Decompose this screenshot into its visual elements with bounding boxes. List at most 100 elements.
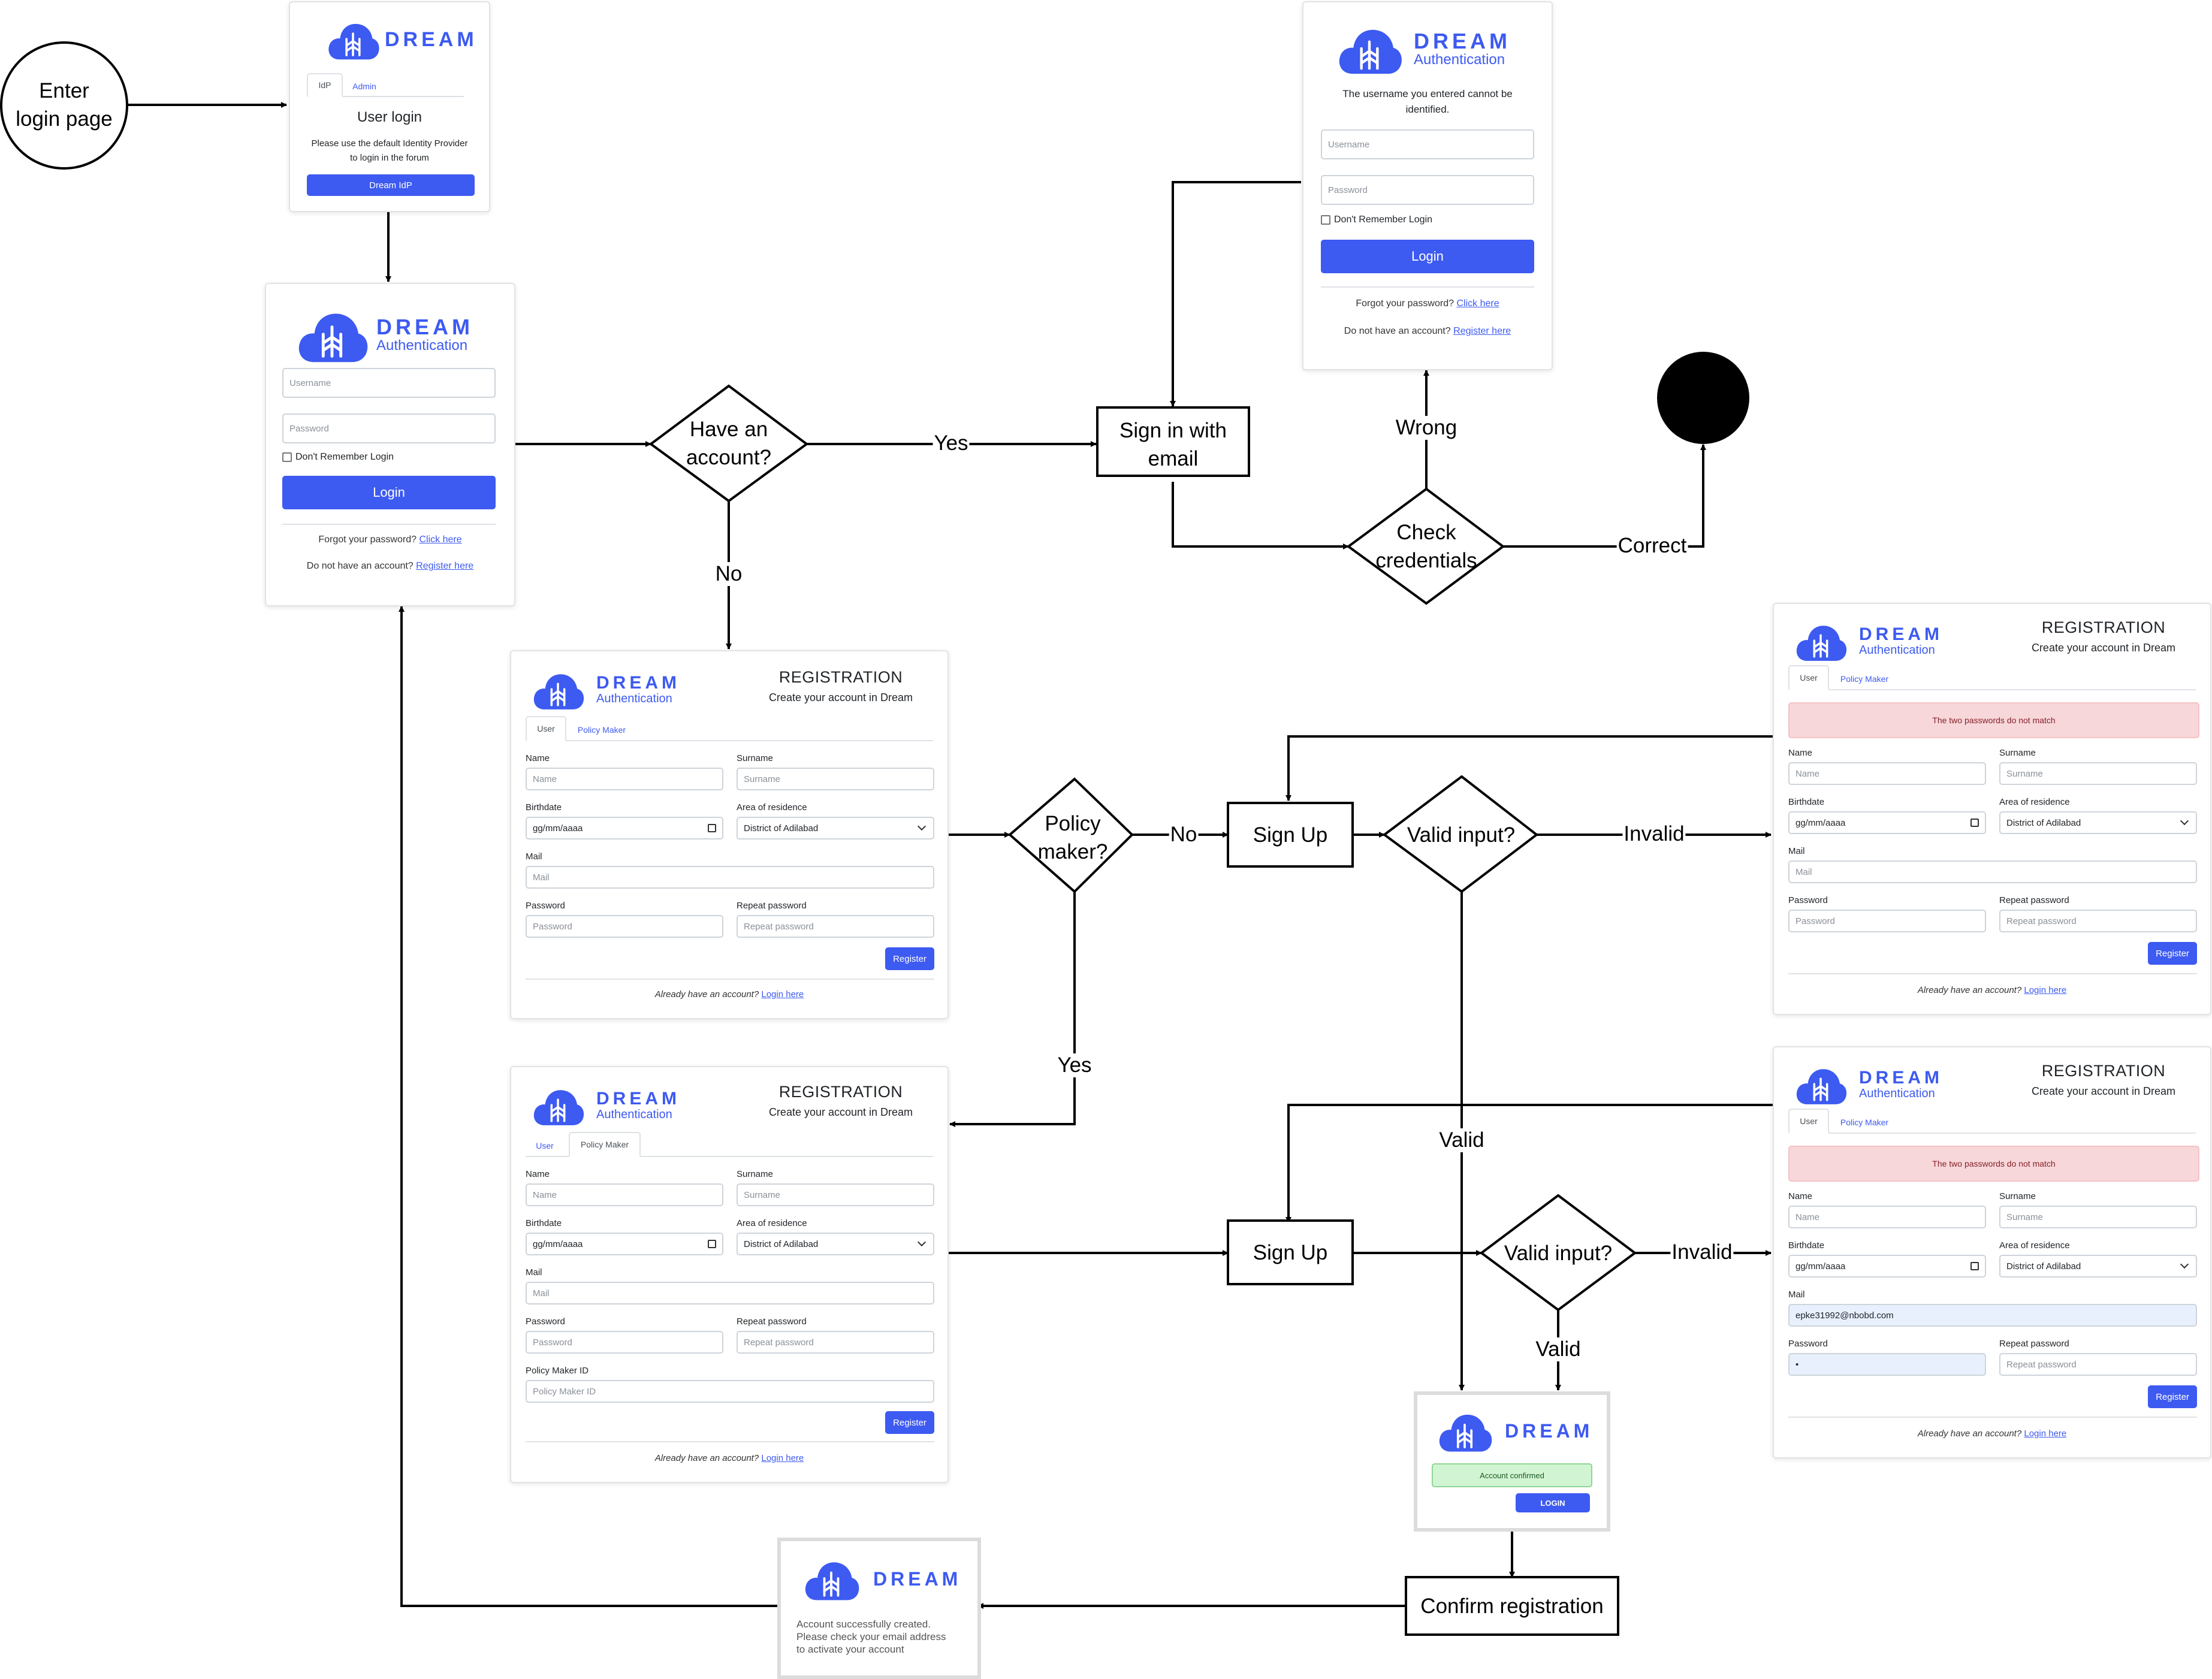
remember-checkbox[interactable]: Don't Remember Login (282, 452, 394, 463)
area-select[interactable]: District of Adilabad (1999, 811, 2197, 834)
password-input[interactable]: Password (282, 413, 496, 443)
login-link[interactable]: Login here (2024, 985, 2067, 995)
surname-input[interactable]: Surname (737, 768, 934, 790)
checkbox-box[interactable] (282, 452, 292, 462)
password-input[interactable]: Password (1788, 910, 1986, 932)
repeat-password-label: Repeat password (1999, 1339, 2069, 1349)
forgot-link[interactable]: Click here (419, 534, 462, 545)
repeat-password-input[interactable]: Repeat password (1999, 1353, 2197, 1376)
register-button[interactable]: Register (2148, 942, 2197, 965)
decision-check-credentials (1346, 487, 1505, 605)
repeat-password-input[interactable]: Repeat password (1999, 910, 2197, 932)
mail-input[interactable]: epke31992@nbobd.com (1788, 1304, 2197, 1327)
tab-policy-maker[interactable]: Policy Maker (577, 725, 626, 735)
tab-policy-maker[interactable]: Policy Maker (1840, 1118, 1889, 1127)
idp-text-line1: Please use the default Identity Provider (311, 138, 468, 149)
tab-policy-maker[interactable]: Policy Maker (1840, 674, 1889, 684)
chevron-down-icon (917, 822, 927, 831)
edge-label-valid-1: Valid (1438, 1128, 1486, 1152)
surname-input[interactable]: Surname (1999, 1206, 2197, 1228)
brand-logo: DREAM Authentication (1330, 19, 1511, 79)
name-label: Name (526, 753, 550, 763)
password-label: Password (526, 901, 565, 911)
name-input[interactable]: Name (1788, 1206, 1986, 1228)
registration-tabs: User Policy Maker (526, 1132, 933, 1157)
tab-idp[interactable]: IdP (307, 73, 343, 97)
area-select[interactable]: District of Adilabad (737, 1233, 934, 1255)
calendar-icon[interactable] (708, 824, 716, 832)
divider (526, 979, 934, 980)
login-link[interactable]: Login here (2024, 1429, 2067, 1439)
area-label: Area of residence (1999, 797, 2070, 807)
dream-idp-button[interactable]: Dream IdP (307, 174, 475, 196)
login-link[interactable]: Login here (761, 1453, 804, 1463)
remember-checkbox[interactable]: Don't Remember Login (1321, 215, 1432, 225)
login-button[interactable]: Login (1321, 240, 1534, 273)
birthdate-value: gg/mm/aaaa (533, 823, 583, 834)
mail-input[interactable]: Mail (526, 866, 934, 889)
repeat-password-input[interactable]: Repeat password (737, 1331, 934, 1354)
confirm-label: Confirm registration (1420, 1594, 1604, 1618)
register-button[interactable]: Register (885, 1411, 934, 1434)
repeat-password-label: Repeat password (737, 901, 807, 911)
login-row: Already have an account? Login here (1774, 1429, 2210, 1439)
calendar-icon[interactable] (1970, 1262, 1979, 1270)
checkbox-box[interactable] (1321, 215, 1330, 225)
policy-id-input[interactable]: Policy Maker ID (526, 1380, 934, 1403)
registration-heading: REGISTRATION Create your account in Drea… (751, 668, 931, 704)
forgot-link[interactable]: Click here (1456, 298, 1499, 309)
mail-input[interactable]: Mail (526, 1282, 934, 1304)
login-button[interactable]: Login (282, 476, 496, 509)
password-input[interactable]: Password (526, 1331, 723, 1354)
register-link[interactable]: Register here (1453, 326, 1511, 336)
mail-input[interactable]: Mail (1788, 860, 2197, 883)
birthdate-input[interactable]: gg/mm/aaaa (1788, 1255, 1986, 1278)
name-input[interactable]: Name (526, 768, 723, 790)
birthdate-input[interactable]: gg/mm/aaaa (526, 817, 723, 840)
name-input[interactable]: Name (526, 1183, 723, 1206)
edge-err1-to-signup1 (1285, 735, 1773, 801)
birthdate-label: Birthdate (526, 1218, 562, 1228)
check-line2: credentials (1375, 549, 1477, 572)
area-select[interactable]: District of Adilabad (1999, 1255, 2197, 1278)
surname-input[interactable]: Surname (1999, 762, 2197, 785)
mail-label: Mail (526, 851, 542, 862)
tab-admin[interactable]: Admin (352, 81, 376, 91)
password-input[interactable]: • (1788, 1353, 1986, 1376)
idp-login-text: Please use the default Identity Provider… (290, 137, 489, 165)
password-label: Password (1788, 895, 1828, 905)
registration-error-card-2: DREAM Authentication REGISTRATION Create… (1773, 1046, 2211, 1458)
remember-label: Don't Remember Login (1334, 215, 1433, 225)
password-input[interactable]: Password (1321, 175, 1534, 205)
register-button[interactable]: Register (885, 947, 934, 970)
birthdate-input[interactable]: gg/mm/aaaa (1788, 811, 1986, 834)
name-input[interactable]: Name (1788, 762, 1986, 785)
username-input[interactable]: Username (282, 368, 496, 398)
password-input[interactable]: Password (526, 915, 723, 938)
registration-heading: REGISTRATION Create your account in Drea… (2014, 1062, 2193, 1098)
calendar-icon[interactable] (708, 1240, 716, 1248)
login-link[interactable]: Login here (761, 989, 804, 999)
brand-logo: DREAM Authentication (1787, 617, 1943, 665)
chevron-down-icon (2180, 1260, 2189, 1269)
tab-user[interactable]: User (1788, 1109, 1829, 1134)
area-select[interactable]: District of Adilabad (737, 817, 934, 840)
forgot-row: Forgot your password? Click here (266, 534, 514, 545)
tab-policy-maker[interactable]: Policy Maker (569, 1132, 641, 1157)
surname-input[interactable]: Surname (737, 1183, 934, 1206)
tab-user[interactable]: User (536, 1141, 554, 1150)
password-label: Password (1788, 1339, 1828, 1349)
register-link[interactable]: Register here (416, 561, 474, 571)
brand-sub: Authentication (1859, 1087, 1935, 1100)
repeat-password-input[interactable]: Repeat password (737, 915, 934, 938)
login-button[interactable]: LOGIN (1516, 1493, 1590, 1512)
birthdate-input[interactable]: gg/mm/aaaa (526, 1233, 723, 1255)
calendar-icon[interactable] (1970, 819, 1979, 827)
register-button[interactable]: Register (2148, 1385, 2197, 1408)
tab-user[interactable]: User (526, 716, 566, 741)
username-input[interactable]: Username (1321, 129, 1534, 159)
login-error-card: DREAM Authentication The username you en… (1302, 1, 1553, 370)
tab-user[interactable]: User (1788, 665, 1829, 690)
have-account-line2: account? (686, 446, 772, 469)
